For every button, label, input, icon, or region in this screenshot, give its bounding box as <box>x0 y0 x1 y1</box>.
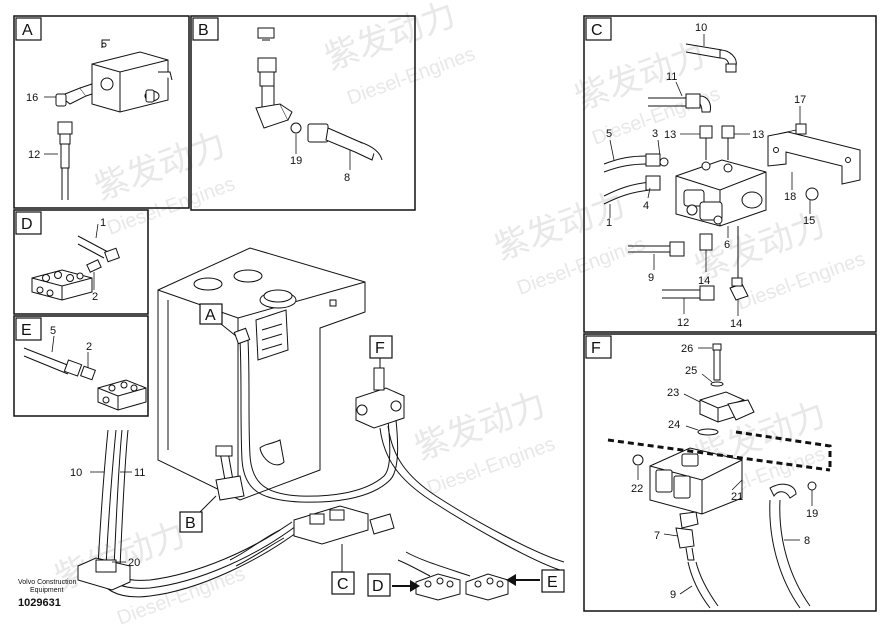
callout-e: E <box>547 574 558 591</box>
label-1: 1 <box>100 217 106 229</box>
label-26: 26 <box>681 343 693 355</box>
label-22: 22 <box>631 483 643 495</box>
label-4: 4 <box>643 200 649 212</box>
label-2: 2 <box>86 341 92 353</box>
panel-b-letter-box <box>192 17 219 41</box>
label-10: 10 <box>695 22 707 34</box>
panel-c-letter-box <box>585 17 612 41</box>
panel-e-letter-box <box>15 317 42 341</box>
label-10: 10 <box>70 467 82 479</box>
panel-b: B 19 8 <box>190 15 416 211</box>
panel-a-letter: A <box>22 22 33 39</box>
panel-d-letter: D <box>21 216 33 233</box>
callout-a-box <box>199 303 223 325</box>
callout-e-box <box>541 569 565 593</box>
label-21: 21 <box>731 491 743 503</box>
label-24: 24 <box>668 419 680 431</box>
panel-c: C <box>583 15 877 333</box>
label-13: 13 <box>664 129 676 141</box>
label-5: 5 <box>606 128 612 140</box>
label-7: 7 <box>654 530 660 542</box>
label-8: 8 <box>804 535 810 547</box>
label-12: 12 <box>677 317 689 329</box>
callout-f: F <box>375 340 385 357</box>
arrows <box>392 574 540 592</box>
callout-d: D <box>372 578 384 595</box>
label-17: 17 <box>794 94 806 106</box>
callout-a: A <box>205 307 216 324</box>
callout-c-box <box>331 571 355 595</box>
callout-b-box <box>179 511 203 533</box>
label-18: 18 <box>784 191 796 203</box>
label-8: 8 <box>344 172 350 184</box>
panel-f-letter: F <box>591 340 601 357</box>
panel-e: E 5 2 <box>13 315 149 417</box>
label-19: 19 <box>806 508 818 520</box>
panel-f: F 26 25 <box>583 333 877 612</box>
panel-a-letter-box <box>15 17 42 41</box>
panel-d: D 1 2 <box>13 209 149 315</box>
callout-f-box <box>369 335 393 359</box>
callout-d-box <box>367 573 391 597</box>
label-6: 6 <box>724 239 730 251</box>
label-15: 15 <box>803 215 815 227</box>
label-3: 3 <box>652 128 658 140</box>
label-1: 1 <box>606 217 612 229</box>
panel-f-letter-box <box>585 335 612 359</box>
label-20: 20 <box>128 557 140 569</box>
label-5: 5 <box>50 325 56 337</box>
part-number: 1029631 <box>18 597 61 609</box>
label-23: 23 <box>667 387 679 399</box>
label-16: 16 <box>26 92 38 104</box>
label-9: 9 <box>648 272 654 284</box>
panel-d-letter-box <box>15 211 42 235</box>
panel-e-letter: E <box>21 322 32 339</box>
label-9: 9 <box>670 589 676 601</box>
watermark-text: Diesel-Engines <box>114 563 248 629</box>
label-19: 19 <box>290 155 302 167</box>
credit-line2: Equipment <box>30 587 64 594</box>
label-14: 14 <box>698 275 710 287</box>
callout-c: C <box>337 576 349 593</box>
label-13: 13 <box>752 129 764 141</box>
callout-b: B <box>185 515 196 532</box>
label-12: 12 <box>28 149 40 161</box>
label-2: 2 <box>92 291 98 303</box>
panel-c-letter: C <box>591 22 603 39</box>
label-11: 11 <box>666 71 677 83</box>
label-11: 11 <box>134 467 145 479</box>
panel-b-letter: B <box>198 22 209 39</box>
label-25: 25 <box>685 365 697 377</box>
main-callouts: A B C D E F 10 11 20 <box>70 303 565 597</box>
credit-line1: Volvo Construction <box>18 579 76 586</box>
label-14: 14 <box>730 318 742 330</box>
credit: Volvo Construction Equipment 1029631 <box>18 579 76 609</box>
panel-a: A 16 12 <box>13 15 190 209</box>
